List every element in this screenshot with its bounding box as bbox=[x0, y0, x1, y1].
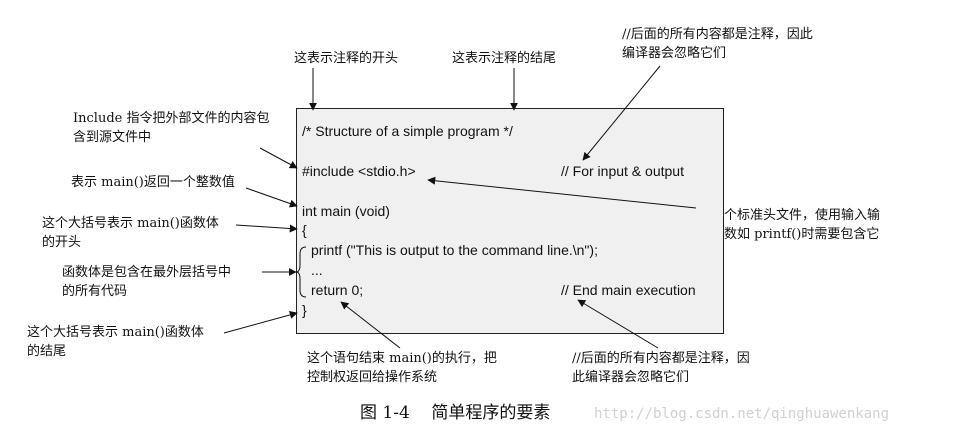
annotation-header-file-line2: 出函数如 printf()时需要包含它 bbox=[698, 227, 880, 242]
annotation-close-brace-line2: 的结尾 bbox=[27, 344, 67, 359]
annotation-open-brace-line2: 的开头 bbox=[42, 235, 82, 250]
code-box bbox=[296, 108, 724, 334]
code-line-ellipsis: ... bbox=[311, 262, 323, 278]
annotation-comment-rest-top-line1: //后面的所有内容都是注释，因此 bbox=[622, 27, 813, 42]
arrow-close-brace bbox=[223, 311, 298, 334]
code-line-main: int main (void) bbox=[302, 203, 390, 219]
annotation-function-body-line2: 的所有代码 bbox=[62, 284, 128, 299]
code-line-include: #include <stdio.h> bbox=[302, 163, 416, 179]
annotation-comment-rest-bottom-line1: //后面的所有内容都是注释，因 bbox=[572, 351, 750, 366]
code-comment-include: // For input & output bbox=[561, 163, 684, 179]
code-line-return: return 0; bbox=[311, 282, 364, 298]
annotation-comment-end: 这表示注释的结尾 bbox=[452, 51, 557, 66]
annotation-include-line2: 含到源文件中 bbox=[73, 130, 152, 145]
code-line-close-brace: } bbox=[302, 302, 307, 318]
figure-number: 图 1-4 bbox=[360, 403, 410, 423]
arrow-include bbox=[259, 147, 298, 169]
arrow-main-returns-int bbox=[245, 187, 298, 208]
annotation-main-returns-int: 表示 main()返回一个整数值 bbox=[71, 175, 235, 190]
annotation-open-brace-line1: 这个大括号表示 main()函数体 bbox=[42, 216, 219, 231]
annotation-include-line1: Include 指令把外部文件的内容包 bbox=[73, 111, 270, 126]
annotation-return-line1: 这个语句结束 main()的执行，把 bbox=[307, 351, 497, 366]
code-comment-return: // End main execution bbox=[561, 282, 696, 298]
annotation-close-brace-line1: 这个大括号表示 main()函数体 bbox=[27, 325, 204, 340]
code-line-comment: /* Structure of a simple program */ bbox=[302, 123, 513, 139]
annotation-header-file-line1: 是一个标准头文件，使用输入输 bbox=[698, 208, 881, 223]
annotation-comment-rest-bottom-line2: 此编译器会忽略它们 bbox=[572, 370, 690, 385]
annotation-comment-rest-top-line2: 编译器会忽略它们 bbox=[622, 46, 727, 61]
annotation-function-body-line1: 函数体是包含在最外层括号中 bbox=[62, 265, 232, 280]
figure-title: 简单程序的要素 bbox=[431, 403, 551, 423]
annotation-comment-start: 这表示注释的开头 bbox=[294, 51, 399, 66]
arrow-open-brace bbox=[235, 224, 298, 233]
annotation-return-line2: 控制权返回给操作系统 bbox=[307, 370, 438, 385]
code-line-printf: printf ("This is output to the command l… bbox=[311, 242, 598, 258]
watermark: http://blog.csdn.net/qinghuawenkang bbox=[594, 406, 890, 422]
code-line-open-brace: { bbox=[302, 222, 307, 238]
figure-caption: 图 1-4 简单程序的要素 bbox=[360, 402, 550, 424]
